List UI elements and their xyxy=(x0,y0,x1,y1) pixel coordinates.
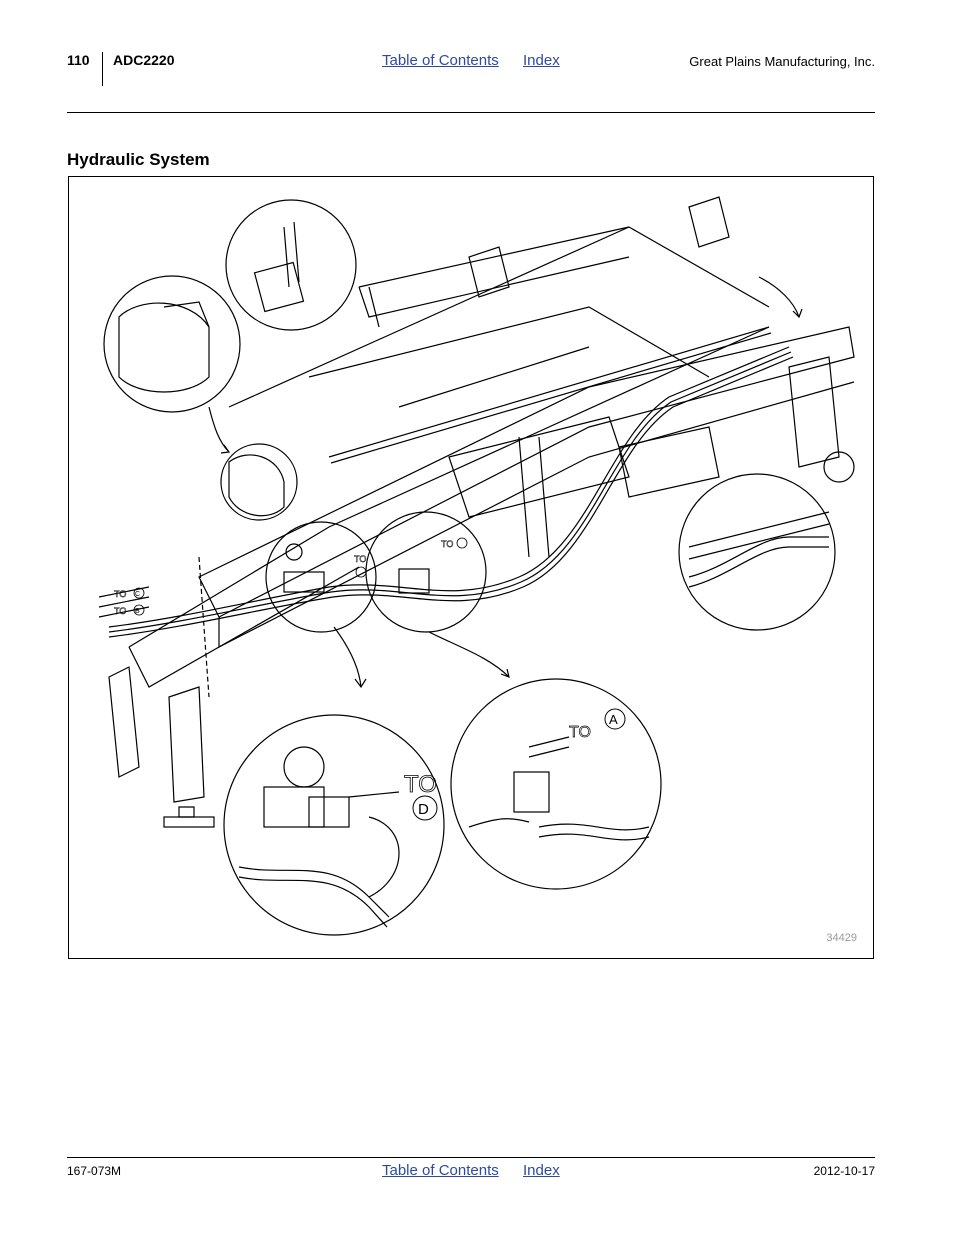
detail-circle-cylinder xyxy=(103,275,241,413)
document-number: 167-073M xyxy=(67,1164,122,1178)
callout-to-a-small-label: TO xyxy=(441,539,453,549)
detail-circle-cylinder-top xyxy=(225,199,357,331)
footer-rule xyxy=(67,1157,875,1158)
detail-circle-valve-right xyxy=(365,511,487,633)
detail-circle-valve-large-left xyxy=(223,714,445,936)
callout-to-d-large-label: TO xyxy=(404,771,437,798)
detail-circle-hitch-cylinder xyxy=(220,443,298,521)
callout-to-d-small-label: TO xyxy=(354,554,366,564)
page-number: 110 xyxy=(67,52,90,68)
callout-labels: TO C TO B TO TO TO A TO D xyxy=(114,537,626,821)
section-title: Hydraulic System xyxy=(67,150,210,169)
hydraulic-diagram: TO C TO B TO TO TO A TO D xyxy=(98,196,855,936)
detail-circle-couplers xyxy=(678,473,836,631)
footer-toc-link[interactable]: Table of Contents xyxy=(382,1162,499,1179)
header-rule xyxy=(67,112,875,113)
detail-circle-valve-left xyxy=(265,521,377,633)
company-name: Great Plains Manufacturing, Inc. xyxy=(689,54,875,69)
detail-circle-valve-large-right xyxy=(450,678,662,890)
header-divider xyxy=(102,52,103,86)
header-index-link[interactable]: Index xyxy=(523,52,560,69)
callout-arrows xyxy=(208,276,803,689)
header-toc-link[interactable]: Table of Contents xyxy=(382,52,499,69)
callout-letter-d: D xyxy=(418,801,429,818)
callout-letter-b: B xyxy=(135,608,140,615)
callout-letter-a: A xyxy=(609,712,618,727)
callout-to-a-large-label: TO xyxy=(569,724,591,741)
model-name: ADC2220 xyxy=(113,52,175,68)
callout-to-b-label: TO xyxy=(114,606,126,616)
callout-to-c-label: TO xyxy=(114,589,126,599)
hydraulic-diagram-figure: TO C TO B TO TO TO A TO D 34429 xyxy=(68,176,874,959)
callout-letter-c: C xyxy=(135,591,140,598)
footer-index-link[interactable]: Index xyxy=(523,1162,560,1179)
figure-number: 34429 xyxy=(826,932,857,944)
frame-drawing xyxy=(98,196,855,828)
publication-date: 2012-10-17 xyxy=(813,1164,875,1178)
